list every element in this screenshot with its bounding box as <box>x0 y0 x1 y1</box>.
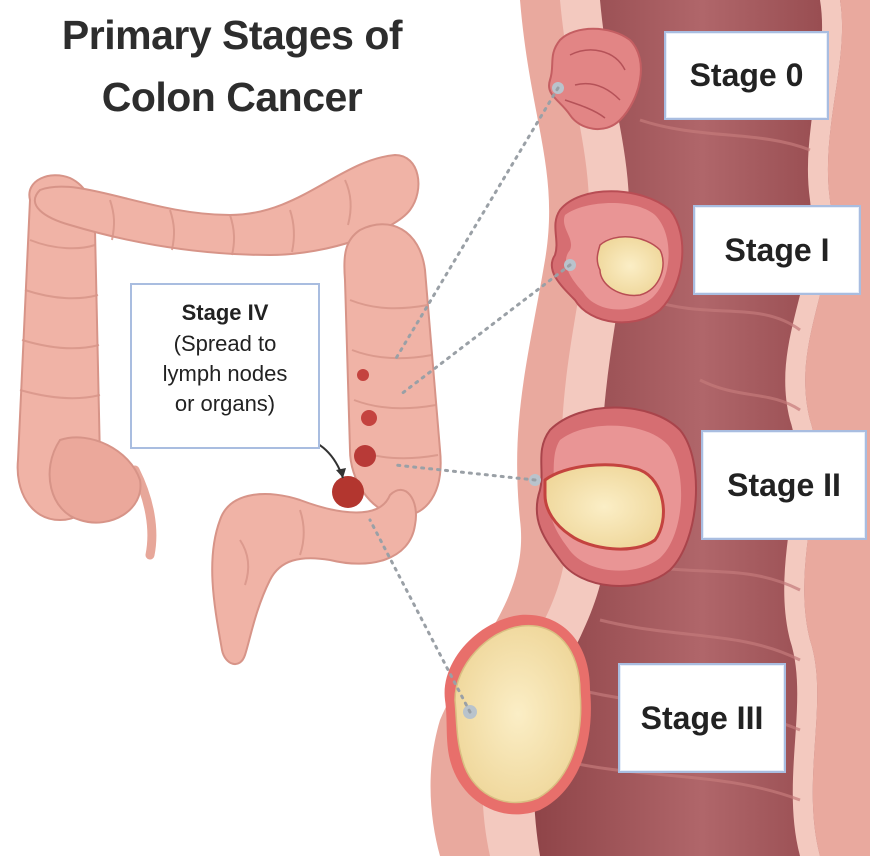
title-line-2: Colon Cancer <box>101 74 363 120</box>
stage0-polyp <box>548 27 642 131</box>
stage4-desc-line-2: lymph nodes <box>162 361 288 386</box>
stage3-tumor <box>444 614 591 815</box>
stage4-desc-line-3: or organs) <box>174 391 276 416</box>
stage2-label: Stage II <box>701 430 867 540</box>
stage4-label-box: Stage IV (Spread to lymph nodes or organ… <box>130 283 320 449</box>
stage3-label: Stage III <box>618 663 786 773</box>
stage1-label: Stage I <box>693 205 861 295</box>
stage4-desc-line-1: (Spread to <box>173 331 277 356</box>
page-title: Primary Stages of Colon Cancer <box>12 4 452 128</box>
colon <box>16 153 442 665</box>
title-line-1: Primary Stages of <box>61 12 403 58</box>
connector-lines <box>368 86 572 714</box>
stage4-title: Stage IV <box>181 300 269 325</box>
stage2-polyp <box>529 406 697 587</box>
stage4-lesions <box>332 369 377 508</box>
stage1-polyp <box>550 190 684 324</box>
stage0-label: Stage 0 <box>664 31 829 120</box>
